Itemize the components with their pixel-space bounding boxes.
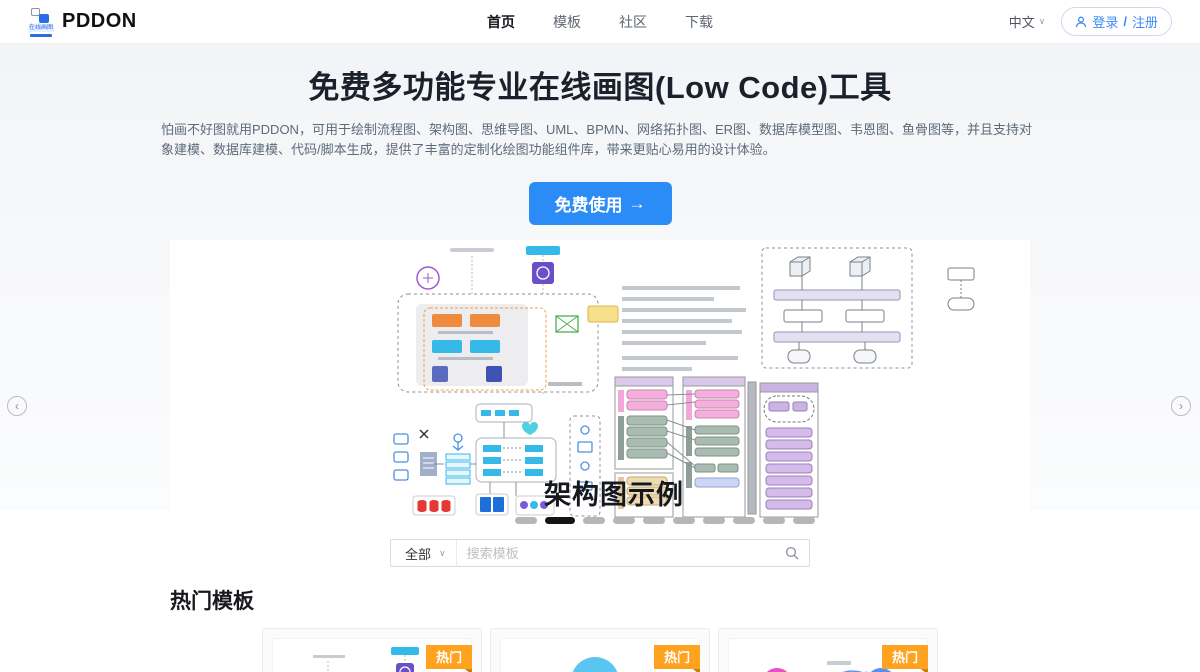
language-selector[interactable]: 中文 ∨ (1009, 12, 1046, 31)
auth-separator: / (1123, 14, 1127, 29)
carousel-dot[interactable] (703, 517, 725, 524)
cta-label: 免费使用 (554, 196, 623, 215)
brand-name: PDDON (62, 10, 137, 32)
section-title-hot-templates: 热门模板 (170, 590, 254, 613)
chevron-down-icon: ∨ (439, 547, 446, 558)
login-link[interactable]: 登录 (1092, 15, 1119, 30)
chevron-down-icon: ∨ (1038, 16, 1046, 26)
aws-diagram-thumbnail (313, 647, 419, 672)
search-icon[interactable] (785, 546, 799, 560)
hero-section: 免费多功能专业在线画图(Low Code)工具 怕画不好图就用PDDON，可用于… (0, 44, 1200, 524)
carousel-next-button[interactable]: › (1171, 396, 1191, 416)
carousel-slide-image (393, 246, 975, 518)
carousel-pagination (515, 517, 815, 524)
carousel-dot-active[interactable] (545, 517, 575, 524)
hero-description: 怕画不好图就用PDDON，可用于绘制流程图、架构图、思维导图、UML、BPMN、… (161, 122, 1033, 157)
template-search-bar: 全部 ∨ (390, 539, 810, 567)
top-navbar: 在线画图 PDDON 首页 模板 社区 下载 中文 ∨ 登录 / 注册 (0, 0, 1200, 44)
nav-item-download[interactable]: 下载 (685, 13, 713, 30)
nav-item-templates[interactable]: 模板 (553, 13, 581, 30)
main-nav: 首页 模板 社区 下载 (0, 12, 1200, 32)
nav-item-home[interactable]: 首页 (487, 13, 515, 30)
pddon-logo-icon: 在线画图 (28, 5, 54, 39)
auth-entry: 登录 / 注册 (1061, 7, 1172, 36)
template-card[interactable]: 热门 (718, 628, 938, 672)
carousel-dot[interactable] (643, 517, 665, 524)
arrow-right-icon: → (628, 193, 646, 213)
carousel-dot[interactable] (673, 517, 695, 524)
hot-badge: 热门 (653, 645, 701, 672)
venn-diagram-thumbnail (766, 661, 892, 672)
page-title: 免费多功能专业在线画图(Low Code)工具 (308, 70, 892, 105)
template-card[interactable]: 热门 (490, 628, 710, 672)
language-label: 中文 (1008, 15, 1035, 30)
hot-badge: 热门 (425, 645, 473, 672)
search-category-select[interactable]: 全部 ∨ (391, 540, 457, 566)
free-use-button[interactable]: 免费使用 → (528, 182, 672, 225)
carousel-dot[interactable] (793, 517, 815, 524)
carousel-caption: 架构图示例 (544, 480, 684, 510)
template-card-list: 热门 热门 (0, 628, 1200, 672)
carousel-dot[interactable] (613, 517, 635, 524)
carousel-dot[interactable] (733, 517, 755, 524)
logo[interactable]: 在线画图 PDDON (28, 5, 137, 39)
carousel-prev-button[interactable]: ‹ (7, 396, 27, 416)
carousel-dot[interactable] (583, 517, 605, 524)
template-card[interactable]: 热门 (262, 628, 482, 672)
slide-carousel[interactable]: 架构图示例 (170, 240, 1030, 524)
register-link[interactable]: 注册 (1131, 15, 1158, 30)
search-input[interactable] (456, 545, 785, 561)
logo-caption: 在线画图 (28, 24, 54, 32)
search-category-value: 全部 (405, 546, 432, 562)
carousel-dot[interactable] (763, 517, 785, 524)
carousel-dot[interactable] (515, 517, 537, 524)
bubble-diagram-thumbnail (572, 657, 618, 672)
hot-badge: 热门 (881, 645, 929, 672)
user-icon (1076, 16, 1087, 27)
nav-item-community[interactable]: 社区 (619, 13, 647, 30)
